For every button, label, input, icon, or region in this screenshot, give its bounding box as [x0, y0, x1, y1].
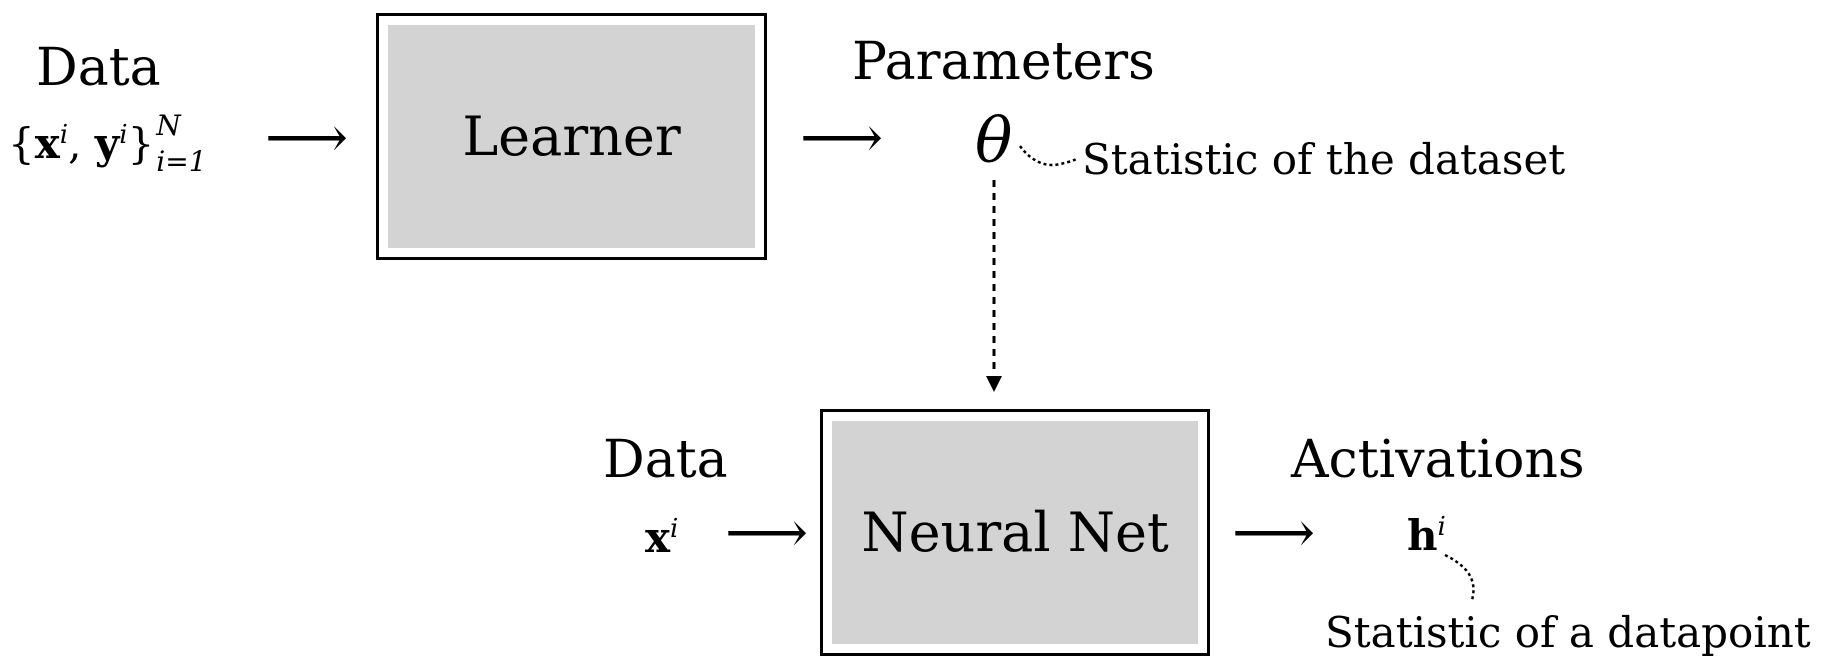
formula-y: y	[94, 119, 120, 168]
x-symbol: x	[645, 513, 671, 562]
h-symbol-group: hi	[1407, 514, 1446, 557]
data-to-learner-arrow: ⟶	[265, 103, 349, 171]
formula-x: x	[34, 119, 60, 168]
h-note: Statistic of a datapoint	[1325, 608, 1811, 657]
top-data-label: Data	[36, 38, 161, 98]
h-sup: i	[1437, 512, 1446, 542]
h-symbol: h	[1407, 511, 1438, 560]
bottom-data-label: Data	[603, 430, 728, 490]
theta-note: Statistic of the dataset	[1082, 135, 1566, 184]
formula-y-sup: i	[119, 120, 128, 150]
h-note-squiggle	[1444, 553, 1475, 601]
x-sup: i	[670, 514, 679, 544]
learner-box: Learner	[376, 13, 767, 260]
theta-to-net-arrowhead	[986, 376, 1002, 392]
net-to-activations-arrow: ⟶	[1232, 498, 1316, 566]
data-to-net-arrow: ⟶	[725, 498, 809, 566]
theta-symbol: θ	[975, 104, 1013, 177]
formula-upper-limit: N	[156, 109, 181, 142]
formula-close-brace: }	[127, 119, 155, 168]
x-symbol-group: xi	[645, 516, 678, 559]
formula-open-brace: {	[8, 119, 35, 168]
formula-sep: ,	[68, 119, 82, 168]
learner-to-params-arrow: ⟶	[800, 103, 884, 171]
parameters-label: Parameters	[852, 32, 1155, 92]
theta-note-squiggle	[1018, 145, 1079, 167]
formula-x-sup: i	[59, 120, 69, 150]
activations-label: Activations	[1291, 430, 1585, 490]
neural-net-box: Neural Net	[820, 409, 1210, 656]
formula-lower-limit: i=1	[156, 145, 207, 178]
learner-label: Learner	[388, 25, 755, 248]
neural-net-label: Neural Net	[832, 421, 1198, 644]
